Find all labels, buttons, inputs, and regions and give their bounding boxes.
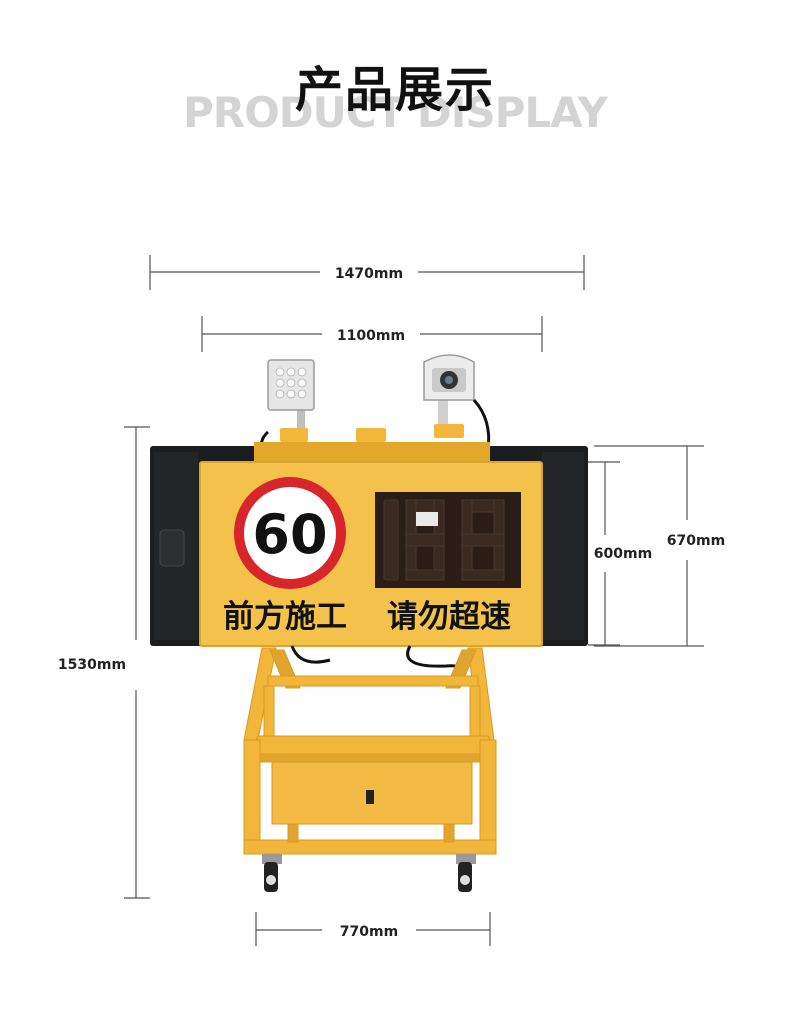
casters <box>262 854 476 892</box>
dim-base-width: 770mm <box>340 924 398 940</box>
page-header: PRODUCT DISPLAY 产品展示 <box>0 0 790 160</box>
trailer-frame <box>243 647 497 855</box>
sign-left-text: 前方施工 <box>223 599 347 635</box>
dim-overall-height: 1530mm <box>58 657 126 673</box>
sign-board: 60 前方施工 请勿超速 <box>199 442 543 647</box>
cables <box>290 645 466 681</box>
dimension-lines <box>124 255 704 946</box>
floodlight <box>259 359 315 459</box>
speed-limit-number: 60 <box>252 503 327 566</box>
dim-board-height-total: 670mm <box>667 533 725 549</box>
dim-board-height: 600mm <box>594 546 652 562</box>
dim-board-width: 1100mm <box>337 328 405 344</box>
led-digits <box>383 499 505 581</box>
camera <box>356 354 491 451</box>
dim-overall-width: 1470mm <box>335 266 403 282</box>
header-watermark: PRODUCT DISPLAY <box>182 88 608 137</box>
sign-right-text: 请勿超速 <box>387 599 511 635</box>
page-title: 产品展示 <box>294 62 495 118</box>
